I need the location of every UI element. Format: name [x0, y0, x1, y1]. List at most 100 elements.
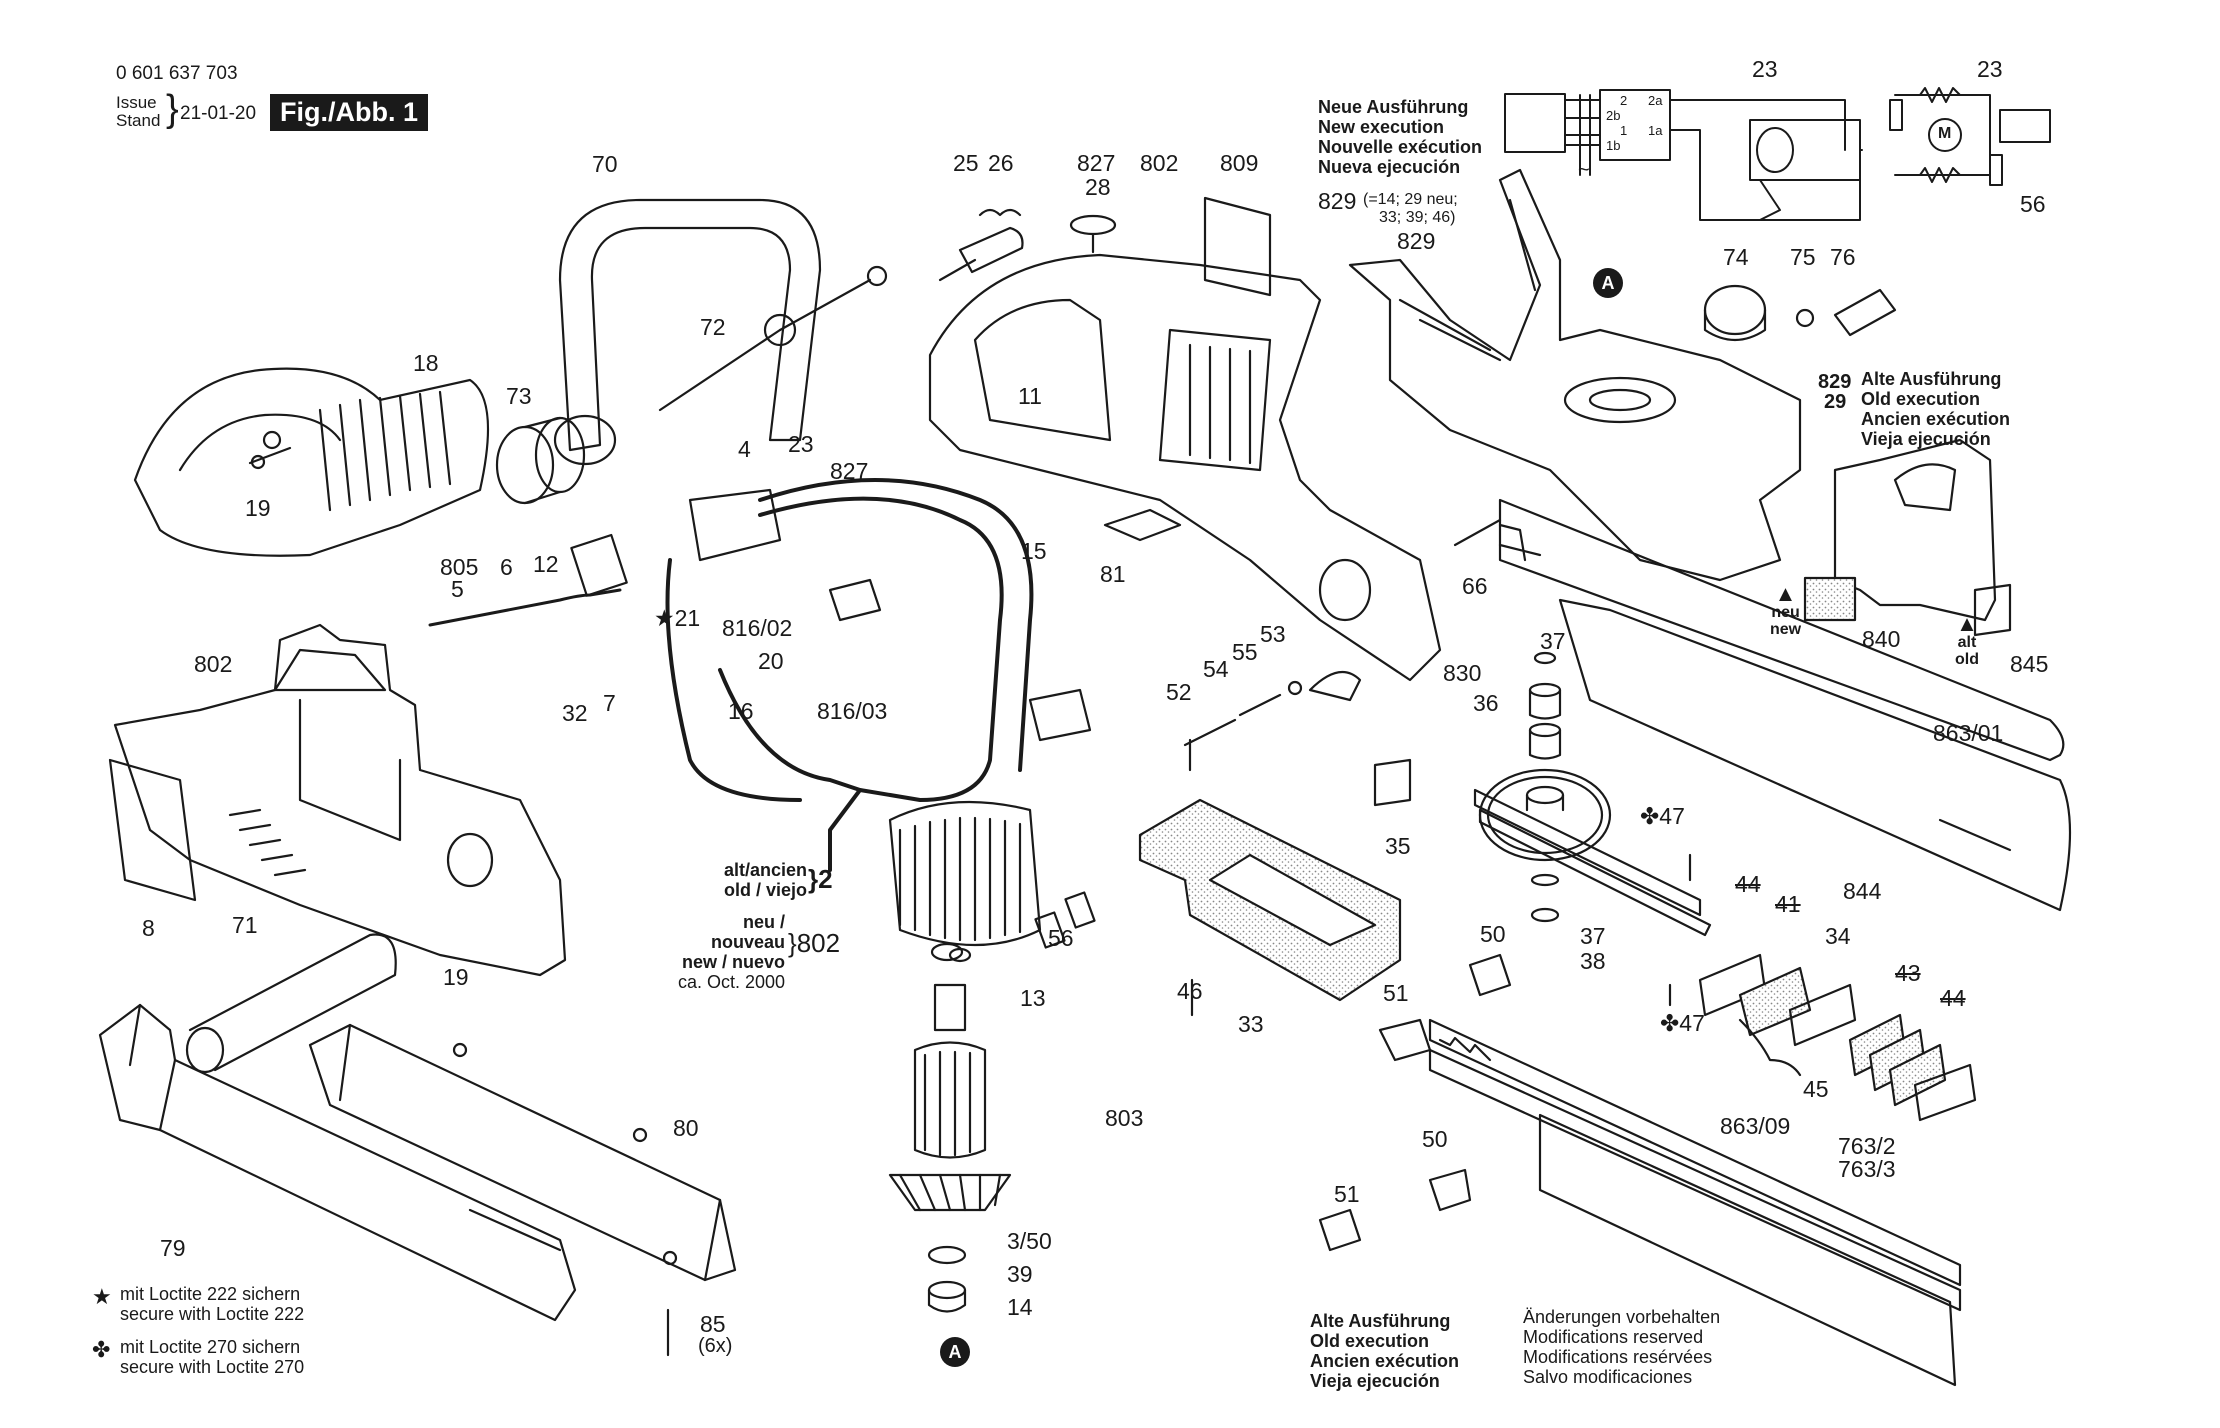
part-label-36: 36	[1473, 690, 1499, 716]
part-81-plate	[1103, 508, 1182, 542]
reference-marker-a-bottom: A	[940, 1337, 970, 1367]
part-label-6: 6	[500, 554, 513, 580]
old-execution-bottom-de: Alte Ausführung	[1310, 1311, 1451, 1331]
part-35-block	[1373, 758, 1412, 807]
modifications-fr: Modifications resérvées	[1523, 1347, 1713, 1368]
legend-loctite-270-de: mit Loctite 270 sichern	[120, 1337, 301, 1357]
old-execution-note-bottom: Alte Ausführung Old execution Ancien exé…	[1310, 1311, 1459, 1392]
terminal-1b: 1b	[1606, 138, 1621, 153]
part-label-20: 20	[758, 648, 784, 674]
stator-old-de-fr: alt/ancien	[723, 860, 807, 880]
part-label-11: 11	[1018, 383, 1042, 409]
part-label-73: 73	[506, 383, 532, 409]
part-73-knob	[495, 416, 586, 505]
part-label-816-02: 816/02	[722, 615, 793, 641]
part-label-39: 39	[1007, 1261, 1033, 1287]
part-label-44-left: 44	[1735, 871, 1761, 897]
part-label-12: 12	[533, 551, 559, 577]
clover-icon: ✤	[92, 1337, 111, 1362]
part-829-gearbox-housing	[1348, 168, 1802, 582]
part-79-rail	[98, 1003, 577, 1322]
stator-new-note: neu / nouveau new / nuevo ca. Oct. 2000	[665, 912, 785, 993]
part-50-old-holder	[1428, 1168, 1472, 1212]
part-label-805: 805	[440, 554, 479, 580]
part-50-holder	[1468, 953, 1512, 997]
part-829-old-housing	[1833, 438, 1997, 622]
stator-new-de-fr: neu / nouveau	[710, 912, 785, 953]
part-label-72: 72	[700, 314, 726, 340]
part-label-763-3: 763/3	[1838, 1156, 1896, 1182]
part-label-816-03: 816/03	[817, 698, 888, 724]
part-label-55: 55	[1232, 639, 1258, 665]
part-label-47-top: ✤47	[1640, 803, 1685, 829]
part-75-nut	[1795, 308, 1815, 328]
part-label-863-09: 863/09	[1720, 1113, 1791, 1139]
old-execution-numbers: 829 29	[1818, 372, 1851, 412]
part-label-803: 803	[1105, 1105, 1144, 1131]
figure-badge: Fig./Abb. 1	[270, 94, 428, 131]
part-label-71: 71	[232, 912, 258, 938]
old-execution-bottom-en: Old execution	[1310, 1331, 1430, 1352]
issue-label: Issue Stand	[116, 94, 160, 130]
part-label-840: 840	[1862, 626, 1901, 652]
part-label-829: 829	[1397, 228, 1436, 254]
part-74-knob	[1703, 284, 1767, 341]
part-863-09-blades	[1428, 1018, 1962, 1387]
part-19-screw	[248, 446, 292, 465]
reference-marker-a-top: A	[1593, 268, 1623, 298]
part-label-827-a: 827	[830, 458, 869, 484]
up-arrow-icon: ▲	[1774, 581, 1797, 606]
legend-loctite-270-en: secure with Loctite 270	[120, 1356, 305, 1377]
part-label-70: 70	[592, 151, 618, 177]
part-stator	[888, 800, 1042, 963]
old-marker-de: alt	[1957, 634, 1977, 652]
up-arrow-icon: ▲	[1956, 611, 1978, 636]
old-execution-bottom-fr: Ancien exécution	[1310, 1351, 1460, 1372]
stator-new-date: ca. Oct. 2000	[677, 972, 785, 993]
part-label-38: 38	[1580, 948, 1606, 974]
modifications-es: Salvo modificaciones	[1523, 1367, 1693, 1388]
old-marker-en: old	[1955, 650, 1979, 668]
part-4-switch-and-cable	[428, 478, 1034, 872]
part-label-44-right: 44	[1940, 985, 1966, 1011]
part-label-7: 7	[603, 690, 616, 716]
motor-symbol: M	[1938, 125, 1952, 142]
part-label-21: ★21	[654, 605, 701, 631]
terminal-2b: 2b	[1606, 108, 1621, 123]
part-label-81: 81	[1100, 561, 1126, 587]
part-label-32: 32	[562, 700, 588, 726]
part-52-55-lever-spring	[1183, 670, 1362, 772]
part-label-19-a: 19	[245, 495, 271, 521]
legend-loctite-222-en: secure with Loctite 222	[120, 1303, 305, 1324]
legend-loctite-270: ✤ mit Loctite 270 sichern secure with Lo…	[92, 1337, 305, 1378]
part-28-knob	[1069, 214, 1117, 254]
part-802-housing-left	[108, 623, 567, 977]
829-note-text: (=14; 29 neu; 33; 39; 46)	[1363, 191, 1458, 227]
part-number: 0 601 637 703	[116, 63, 238, 84]
terminal-2a: 2a	[1648, 93, 1663, 108]
part-47-screws	[1668, 853, 1692, 1007]
new-marker: ▲ neu new	[1770, 582, 1801, 639]
part-label-56-wiring: 56	[2020, 191, 2046, 217]
part-label-19-b: 19	[443, 964, 469, 990]
stator-old-note: alt/ancien old / viejo	[697, 860, 807, 900]
part-816-brush-holders	[828, 578, 1096, 949]
part-label-51: 51	[1383, 980, 1409, 1006]
part-label-85: 85	[700, 1311, 726, 1337]
part-label-80: 80	[673, 1115, 699, 1141]
modifications-reserved-note: Änderungen vorbehalten Modifications res…	[1523, 1307, 1720, 1388]
part-label-52: 52	[1166, 679, 1192, 705]
old-marker: ▲ alt old	[1955, 612, 1979, 669]
part-label-46: 46	[1177, 978, 1203, 1004]
new-execution-note: Neue Ausführung New execution Nouvelle e…	[1318, 97, 1482, 178]
part-803-armature	[888, 942, 1012, 1313]
legend-loctite-222: ★ mit Loctite 222 sichern secure with Lo…	[92, 1284, 305, 1325]
part-label-28: 28	[1085, 174, 1111, 200]
issue-label-de: Stand	[116, 110, 161, 130]
modifications-en: Modifications reserved	[1523, 1327, 1704, 1348]
part-25-26-brush-holder	[938, 208, 1024, 282]
part-label-18: 18	[413, 350, 439, 376]
part-51-old-holder	[1318, 1208, 1362, 1252]
part-label-29-old: 29	[1824, 391, 1847, 413]
part-label-829-note: 829	[1318, 188, 1357, 214]
